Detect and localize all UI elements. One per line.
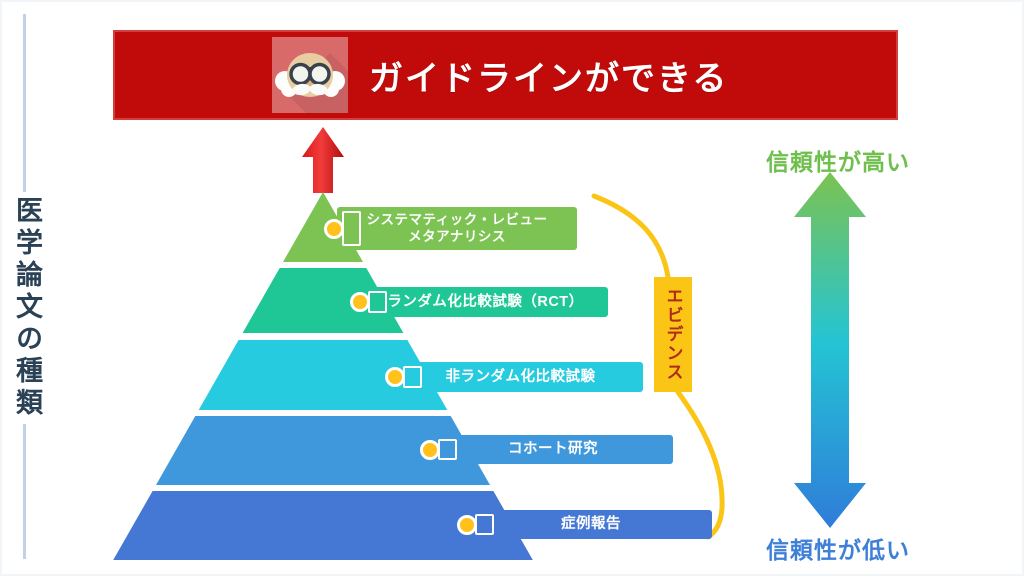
- evidence-badge: エビデンス: [654, 277, 692, 392]
- side-rule-bottom: [23, 424, 26, 559]
- pyramid-tier-3: [198, 340, 448, 410]
- label-notch: [475, 514, 494, 535]
- tier-label-non-rct: 非ランダム化比較試験: [385, 362, 643, 392]
- reliability-high-label: 信頼性が高い: [766, 149, 910, 175]
- tier-dot-icon: [324, 218, 344, 239]
- pyramid-tier-2: [242, 268, 404, 333]
- label-notch: [368, 291, 387, 313]
- tier-dot-icon: [385, 367, 405, 387]
- tier-label-text: コホート研究: [508, 441, 598, 458]
- tier-label-text: ランダム化比較試験（RCT）: [387, 293, 584, 310]
- tier-label-text: 非ランダム化比較試験: [445, 368, 596, 385]
- guideline-banner: ガイドラインができる: [113, 30, 898, 120]
- label-notch: [438, 439, 457, 460]
- tier-label-case-report: 症例報告: [457, 510, 712, 539]
- pyramid-tier-5: [113, 491, 533, 560]
- label-notch: [342, 211, 361, 246]
- doctor-avatar-icon: [272, 37, 348, 113]
- label-notch: [403, 366, 422, 388]
- tier-label-systematic-review: システマティック・レビュー メタアナリシス: [324, 207, 577, 250]
- pyramid-tier-4: [156, 416, 490, 485]
- tier-label-line1: システマティック・レビュー: [366, 211, 548, 227]
- tier-dot-icon: [350, 292, 370, 312]
- banner-title: ガイドラインができる: [369, 59, 729, 98]
- reliability-low-label: 信頼性が低い: [766, 537, 910, 563]
- tier-label-line2: メタアナリシス: [408, 228, 506, 244]
- side-rule-top: [23, 14, 26, 192]
- reliability-double-arrow-icon: [794, 172, 866, 528]
- red-up-arrow-icon: [302, 127, 344, 193]
- evidence-brace-icon: [591, 193, 671, 280]
- tier-label-rct: ランダム化比較試験（RCT）: [350, 287, 608, 317]
- page-title: 医学論文の種類: [12, 196, 42, 420]
- tier-dot-icon: [457, 514, 477, 535]
- tier-label-cohort: コホート研究: [420, 435, 673, 464]
- tier-label-text: 症例報告: [561, 516, 621, 533]
- evidence-label: エビデンス: [663, 287, 683, 382]
- evidence-brace-icon-lower: [675, 389, 725, 540]
- tier-dot-icon: [420, 439, 440, 460]
